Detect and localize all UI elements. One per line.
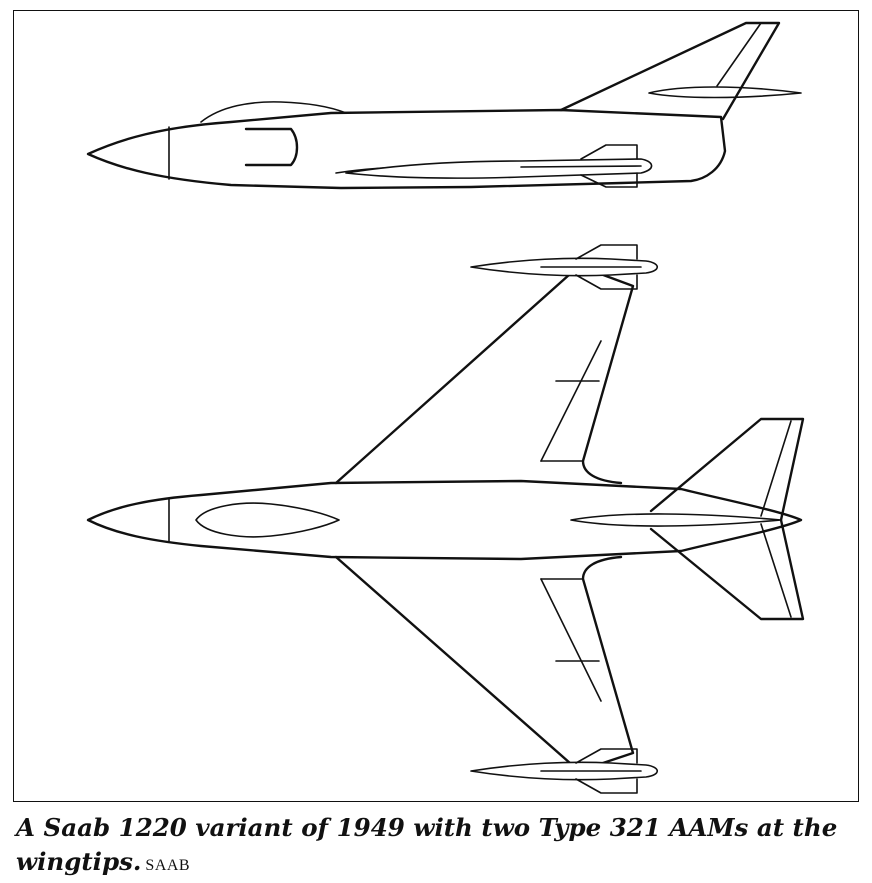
side-fin (559, 21, 781, 121)
aircraft-drawing (86, 21, 805, 794)
side-view (86, 21, 802, 190)
side-fuselage (86, 108, 727, 190)
side-tailplane (648, 86, 802, 99)
top-wing-lower (334, 555, 635, 773)
figure-caption: A Saab 1220 variant of 1949 with two Typ… (16, 811, 856, 883)
caption-credit: SAAB (145, 857, 191, 874)
top-canopy (195, 502, 340, 538)
figure-frame (13, 10, 859, 802)
top-tail-lower (649, 518, 805, 621)
top-fuselage (86, 479, 803, 561)
top-view (86, 244, 805, 794)
top-tail-upper (649, 417, 805, 522)
top-missile-lower (470, 748, 659, 794)
top-missile-upper (470, 244, 659, 290)
side-canopy (200, 101, 347, 123)
side-missile (345, 144, 653, 188)
top-wing-upper (334, 264, 635, 485)
caption-text: A Saab 1220 variant of 1949 with two Typ… (16, 813, 838, 876)
top-fin (570, 513, 782, 527)
